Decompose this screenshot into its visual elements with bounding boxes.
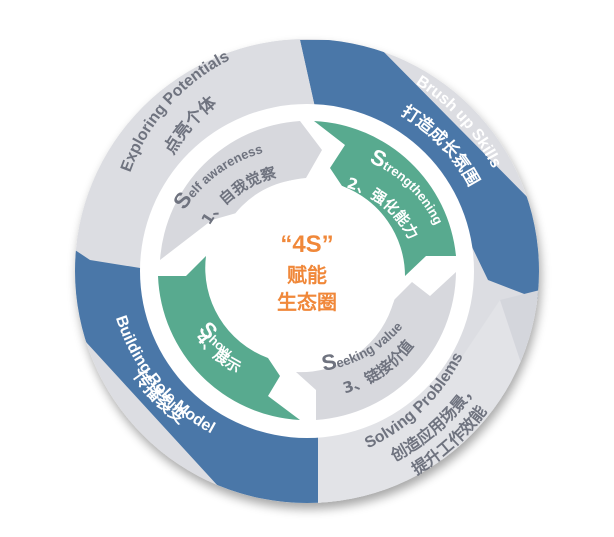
label-seek-initial: S xyxy=(319,348,338,375)
inner-segment-seeking xyxy=(296,272,456,420)
inner-segment-strengthening xyxy=(314,121,456,276)
center-title: “4S” xyxy=(280,231,333,258)
inner-segment-self xyxy=(160,121,322,260)
center-line3: 生态圈 xyxy=(277,290,337,314)
center-circle xyxy=(215,179,399,363)
outer-segment-brush xyxy=(300,40,539,300)
center-line2: 赋能 xyxy=(287,263,327,287)
inner-segment-show xyxy=(158,256,300,420)
